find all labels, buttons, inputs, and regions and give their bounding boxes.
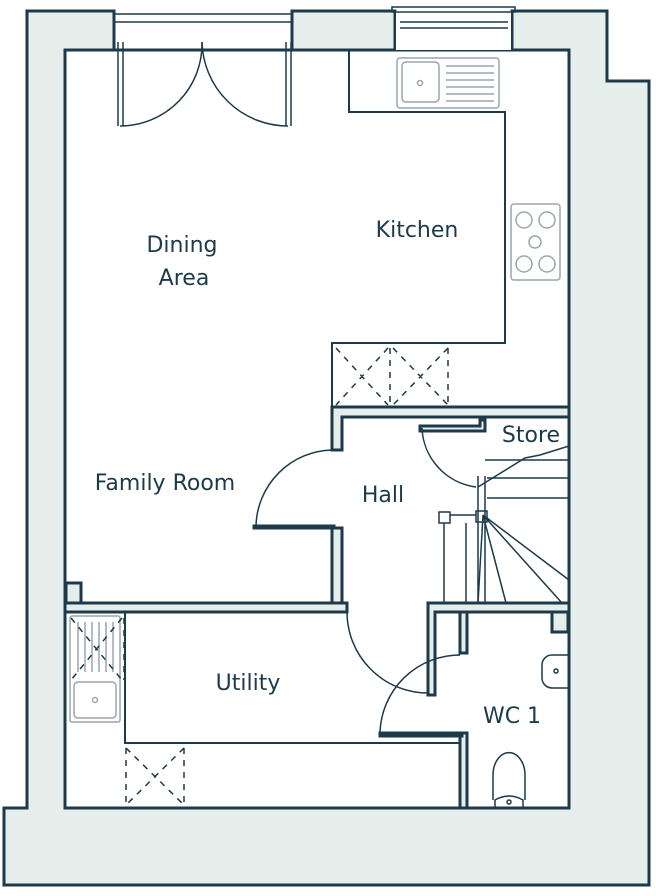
room-label-wc: WC 1 bbox=[483, 704, 541, 729]
utility-counter bbox=[69, 612, 460, 806]
external-walls bbox=[2, 9, 651, 887]
hob-icon bbox=[510, 203, 561, 281]
wc-basin-icon bbox=[541, 654, 568, 689]
room-label-family-room: Family Room bbox=[95, 471, 235, 496]
french-doors bbox=[113, 13, 293, 127]
toilet-icon bbox=[492, 751, 526, 808]
window bbox=[391, 6, 516, 50]
lower-partitions bbox=[63, 581, 571, 810]
kitchen-counter bbox=[331, 50, 506, 407]
room-label-kitchen: Kitchen bbox=[376, 218, 459, 243]
room-label-hall: Hall bbox=[362, 483, 404, 508]
room-label-dining-line2: Area bbox=[159, 266, 210, 291]
room-label-dining-line1: Dining bbox=[146, 233, 217, 258]
room-label-store: Store bbox=[502, 423, 560, 448]
staircase bbox=[438, 445, 570, 604]
kitchen-sink-icon bbox=[396, 57, 500, 109]
kitchen-appliance-spaces bbox=[335, 347, 449, 406]
room-label-utility: Utility bbox=[216, 671, 281, 696]
